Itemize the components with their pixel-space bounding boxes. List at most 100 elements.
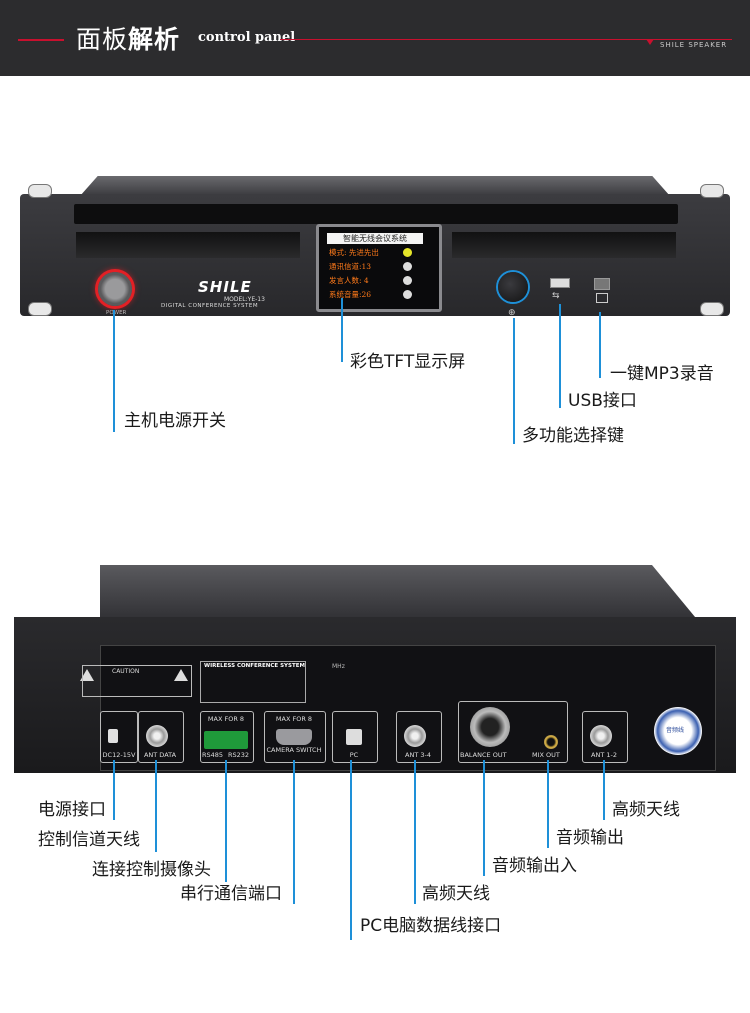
- title-light: 面板: [76, 25, 129, 54]
- camera-max-label: MAX FOR 8: [275, 715, 313, 723]
- ant-34-box: [396, 711, 442, 763]
- balance-out-label: BALANCE OUT: [460, 751, 507, 759]
- screen-title: 智能无线会议系统: [327, 233, 423, 244]
- label-camera: 连接控制摄像头: [92, 860, 211, 880]
- wifi-icon: [403, 262, 412, 271]
- power-label: POWER: [106, 310, 127, 316]
- label-audio-io: 音频输出入: [492, 856, 577, 876]
- mix-out-label: MIX OUT: [532, 751, 560, 759]
- balance-out-xlr[interactable]: [470, 707, 510, 747]
- ant-data-connector[interactable]: [146, 725, 168, 747]
- camera-db9-connector[interactable]: [276, 729, 312, 745]
- control-antenna-leader-line: [155, 760, 157, 852]
- serial-leader-line: [293, 760, 295, 904]
- mp3-leader-line: [599, 312, 601, 378]
- title-bold: 解析: [128, 25, 181, 54]
- dc-label: DC12-15V: [102, 751, 136, 759]
- display-leader-line: [341, 298, 343, 362]
- hf-antenna-b-leader-line: [603, 760, 605, 820]
- caution-box: [82, 665, 192, 697]
- max-for-8-label: MAX FOR 8: [207, 715, 245, 723]
- label-display: 彩色TFT显示屏: [350, 352, 466, 372]
- mix-out-jack[interactable]: [544, 735, 558, 749]
- rs485-label: RS485: [202, 751, 224, 759]
- page-title: 面板解析: [76, 20, 180, 56]
- knob-icon: ⊕: [508, 308, 516, 318]
- label-power: 主机电源开关: [124, 411, 226, 431]
- status-dot-icon: [403, 248, 412, 257]
- rear-chassis-top: [100, 565, 700, 623]
- serial-port-box: [200, 711, 254, 763]
- front-vent-left: [76, 232, 300, 258]
- front-panel-device: POWER SHILE MODEL:YE-13 DIGITAL CONFEREN…: [20, 176, 730, 336]
- audio-out-box: [458, 701, 568, 763]
- serial-terminal-block[interactable]: [204, 731, 248, 749]
- hf-antenna-a-leader-line: [414, 760, 416, 904]
- usb-port[interactable]: [550, 278, 570, 288]
- ant-data-label: ANT DATA: [143, 751, 177, 759]
- label-control-antenna: 控制信道天线: [38, 830, 140, 850]
- label-pc-port: PC电脑数据线接口: [360, 916, 502, 936]
- header-marker-icon: [646, 39, 654, 45]
- screen-line: 通讯信道:13: [329, 262, 372, 271]
- ant-34-label: ANT 3-4: [405, 751, 431, 759]
- audio-out-leader-line: [547, 760, 549, 848]
- pc-label: PC: [349, 751, 359, 759]
- header-divider-right: [280, 39, 732, 40]
- ant-12-label: ANT 1-2: [591, 751, 617, 759]
- label-audio-out: 音频输出: [556, 828, 624, 848]
- label-usb: USB接口: [568, 391, 637, 411]
- model-number: MODEL:YE-13: [224, 296, 265, 303]
- label-power-port: 电源接口: [38, 800, 106, 820]
- label-mp3: 一键MP3录音: [610, 364, 714, 384]
- multifunction-knob[interactable]: [498, 272, 528, 302]
- label-knob: 多功能选择键: [522, 426, 624, 446]
- dc-power-jack[interactable]: [108, 729, 118, 743]
- usb-icon: ⇆: [552, 291, 560, 301]
- record-icon: [596, 293, 608, 303]
- system-info-title: WIRELESS CONFERENCE SYSTEM: [204, 663, 305, 669]
- certification-seal: [654, 707, 702, 755]
- camera-leader-line: [225, 760, 227, 882]
- rear-connector-plate: [100, 645, 716, 771]
- brand-name: SHILE SPEAKER: [660, 41, 728, 49]
- caution-label: CAUTION: [112, 668, 140, 675]
- ant-12-connector[interactable]: [590, 725, 612, 747]
- tft-display: 智能无线会议系统 模式: 先进先出 通讯信道:13 发言人数: 4 系统音量:2…: [316, 224, 442, 312]
- system-info-box: [200, 661, 306, 703]
- pc-leader-line: [350, 760, 352, 940]
- seal-text: 音频线: [666, 727, 685, 734]
- warning-icon: [174, 669, 188, 681]
- rack-ear-hole-icon: [700, 302, 724, 316]
- header-bar: 面板解析 control panel SHILE SPEAKER: [0, 0, 750, 76]
- power-port-leader-line: [113, 760, 115, 820]
- screen-line: 模式: 先进先出: [329, 248, 379, 257]
- brand-logo: SHILE: [198, 278, 252, 296]
- page-subtitle: control panel: [198, 30, 296, 45]
- audio-io-leader-line: [483, 760, 485, 876]
- rack-ear-hole-icon: [28, 184, 52, 198]
- ant-data-box: [138, 711, 184, 763]
- label-hf-antenna-b: 高频天线: [612, 800, 680, 820]
- front-slot: [74, 204, 678, 224]
- front-chassis-top: [80, 176, 670, 196]
- rear-panel-device: CAUTION WIRELESS CONFERENCE SYSTEM MHz D…: [14, 565, 736, 775]
- usb-leader-line: [559, 304, 561, 408]
- rack-ear-hole-icon: [700, 184, 724, 198]
- dc-port-box: [100, 711, 138, 763]
- label-serial: 串行通信端口: [180, 884, 282, 904]
- header-divider-left: [18, 39, 64, 41]
- screen-line: 发言人数: 4: [329, 276, 369, 285]
- warning-icon: [80, 669, 94, 681]
- screen-line: 系统音量:26: [329, 290, 372, 299]
- mp3-record-button[interactable]: [594, 278, 610, 290]
- system-name: DIGITAL CONFERENCE SYSTEM: [161, 303, 259, 309]
- camera-switch-label: CAMERA SWITCH: [266, 746, 322, 754]
- power-button[interactable]: [98, 272, 132, 306]
- label-hf-antenna-a: 高频天线: [422, 884, 490, 904]
- power-leader-line: [113, 310, 115, 432]
- pc-usb-connector[interactable]: [346, 729, 362, 745]
- pc-port-box: [332, 711, 378, 763]
- mhz-label: MHz: [332, 663, 345, 670]
- ant-34-connector[interactable]: [404, 725, 426, 747]
